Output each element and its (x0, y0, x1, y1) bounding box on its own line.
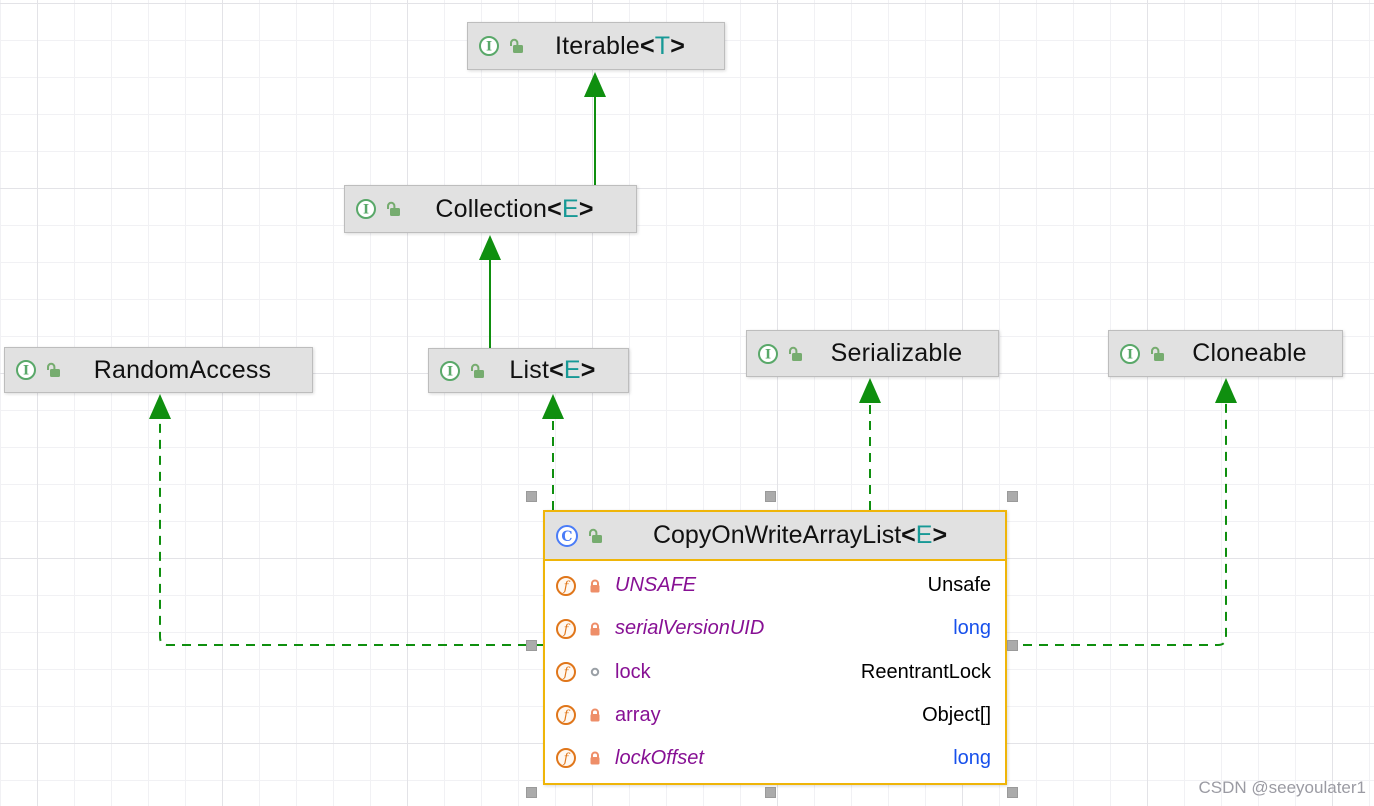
node-label: RandomAccess (93, 355, 272, 384)
selection-handle-bottom-right[interactable] (1007, 787, 1018, 798)
node-list[interactable]: I List<E> (428, 348, 629, 393)
node-iterable[interactable]: I Iterable<T> (467, 22, 725, 70)
field-row-unsafe[interactable]: f UNSAFE Unsafe (545, 564, 1005, 607)
field-icon: f (555, 618, 577, 640)
watermark: CSDN @seeyoulater1 (1198, 778, 1367, 797)
arrowhead-serializable (859, 378, 881, 403)
svg-text:I: I (765, 347, 771, 362)
svg-text:I: I (1127, 347, 1133, 362)
selection-handle-bottom-left[interactable] (526, 787, 537, 798)
svg-text:I: I (486, 40, 492, 55)
edge-cowal-implements-serializable[interactable] (859, 378, 881, 510)
field-name: lockOffset (615, 746, 704, 769)
svg-text:C: C (561, 529, 572, 545)
field-row-lockoffset[interactable]: f lockOffset long (545, 737, 1005, 780)
interface-icon: I (15, 359, 37, 381)
class-header[interactable]: C CopyOnWriteArrayList<E> (545, 512, 1005, 561)
field-icon: f (555, 704, 577, 726)
svg-text:f: f (563, 709, 571, 724)
field-type: ReentrantLock (860, 660, 991, 683)
edge-collection-extends-iterable[interactable] (584, 72, 606, 185)
selection-handle-middle-left[interactable] (526, 640, 537, 651)
lock-closed-icon (587, 578, 603, 594)
edge-cowal-implements-cloneable[interactable] (1007, 378, 1237, 646)
selection-handle-bottom-center[interactable] (765, 787, 776, 798)
svg-text:I: I (363, 203, 369, 218)
svg-text:f: f (563, 752, 571, 767)
class-title: CopyOnWriteArrayList<E> (652, 521, 948, 549)
class-icon: C (555, 524, 579, 548)
lock-open-icon (508, 37, 526, 55)
arrowhead-cloneable (1215, 378, 1237, 403)
field-name: array (615, 703, 661, 726)
lock-open-icon (787, 345, 805, 363)
interface-icon: I (757, 343, 779, 365)
edge-cowal-implements-randomaccess[interactable] (149, 394, 543, 646)
field-type: Unsafe (927, 574, 991, 597)
svg-text:f: f (563, 666, 571, 681)
arrowhead-collection (479, 235, 501, 260)
node-label: List<E> (509, 356, 596, 384)
edge-cowal-implements-list[interactable] (542, 394, 564, 510)
node-label: Collection<E> (435, 194, 594, 223)
lock-open-icon (1149, 345, 1167, 363)
selection-handle-top-center[interactable] (765, 491, 776, 502)
selection-handle-top-left[interactable] (526, 491, 537, 502)
node-copyonwritearraylist[interactable]: C CopyOnWriteArrayList<E> f UNSAFE Unsaf… (543, 510, 1007, 785)
lock-open-icon (45, 361, 63, 379)
arrowhead-randomaccess (149, 394, 171, 419)
node-label: Serializable (830, 339, 963, 367)
class-fields: f UNSAFE Unsafe f serialVersionUID long (545, 561, 1005, 783)
selection-handle-middle-right[interactable] (1007, 640, 1018, 651)
svg-text:f: f (563, 579, 571, 594)
node-label: Iterable<T> (554, 31, 686, 60)
svg-text:I: I (447, 364, 453, 379)
node-serializable[interactable]: I Serializable (746, 330, 999, 377)
lock-closed-icon (587, 707, 603, 723)
field-name: lock (615, 660, 651, 683)
interface-icon: I (478, 35, 500, 57)
edge-list-extends-collection[interactable] (479, 235, 501, 348)
field-icon: f (555, 747, 577, 769)
field-icon: f (555, 661, 577, 683)
field-type: Object[] (922, 703, 991, 726)
interface-icon: I (355, 198, 377, 220)
field-name: serialVersionUID (615, 617, 765, 640)
node-randomaccess[interactable]: I RandomAccess (4, 347, 313, 393)
lock-closed-icon (587, 750, 603, 766)
interface-icon: I (1119, 343, 1141, 365)
package-private-icon (587, 664, 603, 680)
arrowhead-list (542, 394, 564, 419)
svg-text:f: f (563, 622, 571, 637)
interface-icon: I (439, 360, 461, 382)
node-collection[interactable]: I Collection<E> (344, 185, 637, 233)
lock-open-icon (385, 200, 403, 218)
lock-open-icon (469, 362, 487, 380)
field-name: UNSAFE (615, 574, 697, 597)
node-label: Cloneable (1192, 339, 1307, 367)
arrowhead-iterable (584, 72, 606, 97)
field-row-serialversionuid[interactable]: f serialVersionUID long (545, 607, 1005, 650)
field-type: long (953, 617, 991, 640)
lock-open-icon (587, 527, 605, 545)
svg-text:I: I (23, 364, 29, 379)
node-cloneable[interactable]: I Cloneable (1108, 330, 1343, 377)
lock-closed-icon (587, 621, 603, 637)
selection-handle-top-right[interactable] (1007, 491, 1018, 502)
field-type: long (953, 746, 991, 769)
field-icon: f (555, 575, 577, 597)
field-row-lock[interactable]: f lock ReentrantLock (545, 650, 1005, 693)
field-row-array[interactable]: f array Object[] (545, 694, 1005, 737)
